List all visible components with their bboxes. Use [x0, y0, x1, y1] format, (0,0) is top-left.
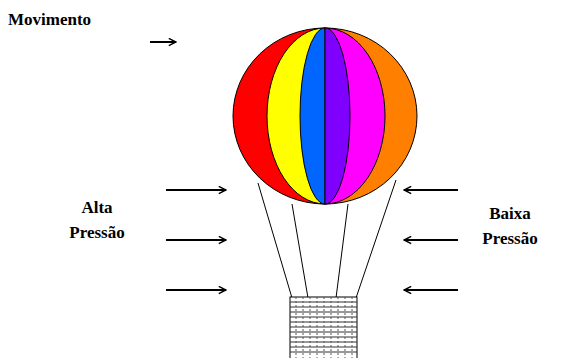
- pressure-arrows-left: [166, 190, 226, 290]
- movement-arrow: [150, 41, 176, 43]
- pressure-label: Alta Pressão: [52, 196, 142, 245]
- pressure-arrows-right: [404, 190, 458, 290]
- basket: [290, 297, 357, 358]
- balloon-envelope: [233, 28, 417, 204]
- motion-label: Movimento: [8, 8, 91, 33]
- pressure-label: Baixa Pressão: [464, 202, 556, 251]
